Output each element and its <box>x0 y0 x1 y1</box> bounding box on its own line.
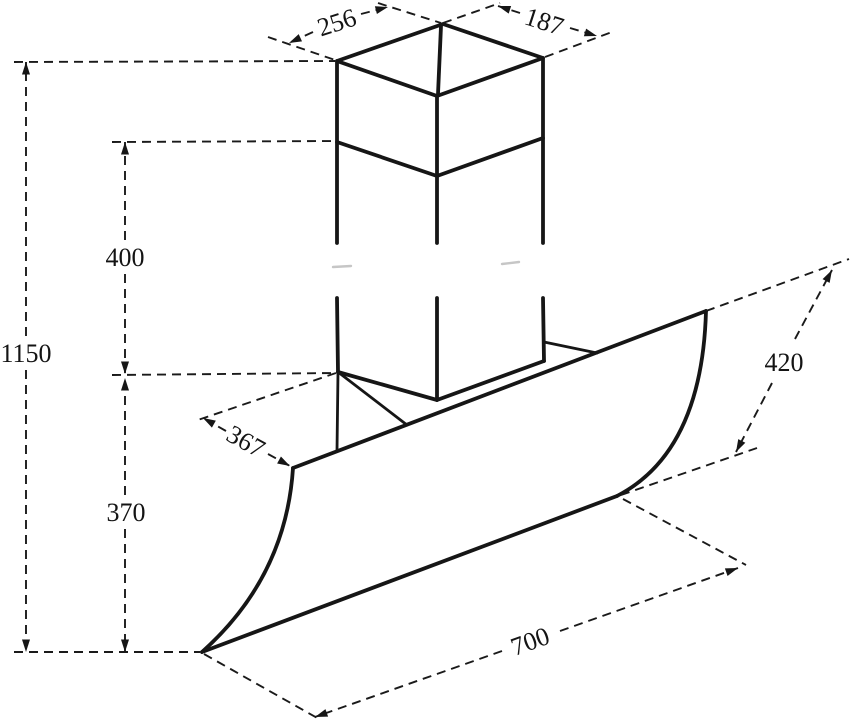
dim-line-700-left <box>314 650 503 718</box>
chimney-break-mark-left <box>331 264 353 269</box>
extension-line-duct-apex-right <box>442 2 501 24</box>
dim-line-420-lower <box>735 382 773 453</box>
extension-line-duct-left <box>267 36 336 61</box>
dim-label-367: 367 <box>222 419 270 463</box>
hood-body-outline <box>200 309 708 654</box>
extension-line-hood-top-corner <box>705 258 850 312</box>
extension-line-chimney-base <box>111 372 338 376</box>
chimney-duct-outline <box>331 22 546 402</box>
dimension-body-rear-height: 370 <box>107 378 146 652</box>
dim-line-187-right <box>569 27 598 37</box>
dim-label-370: 370 <box>107 498 146 527</box>
left-gusset-vertical <box>335 370 340 453</box>
chimney-left-edge-lower <box>335 296 340 374</box>
dim-label-1150: 1150 <box>0 339 51 368</box>
dimension-body-width: 700 <box>203 498 747 720</box>
extension-line-367 <box>194 372 337 422</box>
extension-line-duct-apex-left <box>377 2 442 24</box>
extension-line-duct-right <box>544 31 613 58</box>
dim-line-420-upper <box>794 269 833 340</box>
dim-label-400: 400 <box>106 243 145 272</box>
dim-label-256: 256 <box>314 3 360 43</box>
extension-line-joint <box>111 140 338 143</box>
dimension-duct-top-depth: 187 <box>442 2 613 58</box>
extension-line-hood-tip <box>203 653 320 720</box>
chimney-section-joint <box>335 136 545 178</box>
duct-inner-corner <box>436 24 443 96</box>
dimension-duct-top-width: 256 <box>267 2 442 61</box>
dim-line-367-lower <box>267 453 291 467</box>
chimney-break-mark-right <box>500 260 521 266</box>
chimney-base-right-edge <box>435 359 546 402</box>
hood-front-right-curve <box>615 309 708 498</box>
extension-line-hood-bottom-corner-up <box>620 447 758 496</box>
dim-line-187-left <box>497 5 521 14</box>
dim-label-187: 187 <box>521 2 567 42</box>
dim-label-700: 700 <box>507 621 554 662</box>
extension-line-hood-bottom-corner-down <box>622 498 747 566</box>
chimney-base-left-edge <box>336 370 439 402</box>
left-gusset-hypotenuse <box>336 370 409 427</box>
dim-line-367-upper <box>202 417 227 432</box>
dim-label-420: 420 <box>765 348 804 377</box>
dim-line-256-left <box>288 31 314 44</box>
hood-top-back-edge <box>291 309 708 470</box>
chimney-right-edge-lower <box>541 296 546 363</box>
hood-front-left-curve <box>200 466 295 654</box>
dim-line-256-right <box>360 6 389 15</box>
extension-line-top <box>13 60 336 63</box>
dimension-top-depth-offset: 367 <box>194 372 337 467</box>
hood-bottom-edge <box>200 494 619 654</box>
right-gusset-hypotenuse <box>542 340 599 355</box>
dim-line-700-right <box>559 567 739 632</box>
dimension-upper-chimney-height: 400 <box>106 140 338 376</box>
dimension-total-height: 1150 <box>0 60 336 653</box>
dimension-front-panel-height: 420 <box>620 258 850 496</box>
